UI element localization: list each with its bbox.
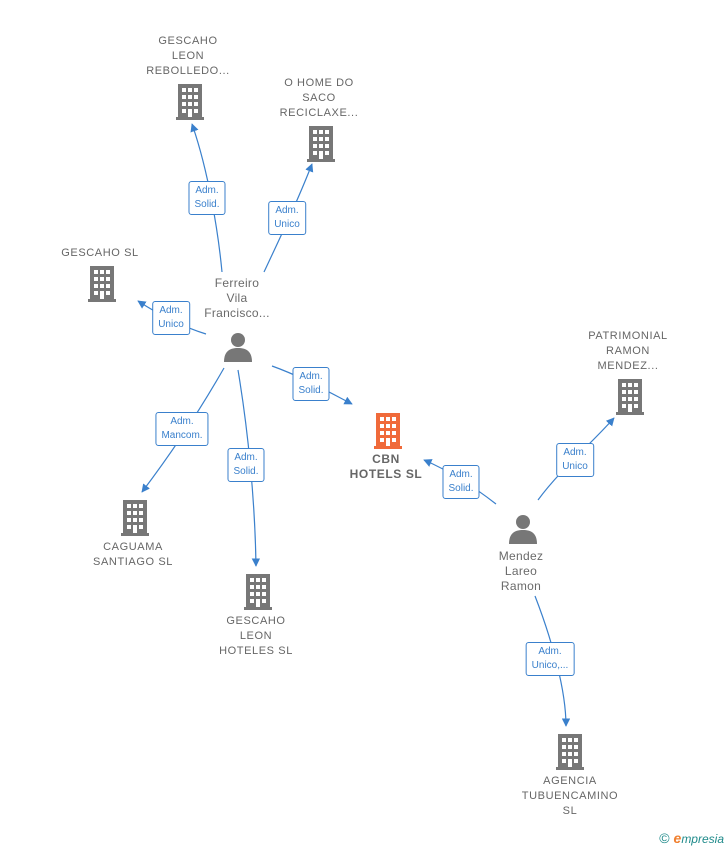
node-label-line: Mendez xyxy=(498,549,544,563)
node-label-line: LEON xyxy=(171,50,205,62)
node-label-line: TUBUENCAMINO xyxy=(521,790,619,802)
edge-role-label-line: Unico xyxy=(158,319,184,330)
edge-role-label-line: Adm. xyxy=(159,305,183,316)
company-label-caguama[interactable]: CAGUAMA SANTIAGO SL xyxy=(93,540,173,570)
node-label-line: GESCAHO SL xyxy=(61,247,139,259)
person-icon[interactable] xyxy=(509,515,537,544)
company-building-icon[interactable] xyxy=(616,379,644,415)
node-label-line: HOTELS SL xyxy=(349,467,423,481)
edge-role-label-line: Mancom. xyxy=(161,430,203,441)
edge-role-label-line: Unico,... xyxy=(531,660,569,671)
company-building-icon[interactable] xyxy=(556,734,584,770)
node-label-line: Vila xyxy=(226,291,248,305)
brand-logo-text: mpresia xyxy=(681,832,724,846)
company-building-icon[interactable] xyxy=(244,574,272,610)
node-label-line: REBOLLEDO... xyxy=(146,65,230,77)
node-label-line: GESCAHO xyxy=(226,615,286,627)
node-label-line: RECICLAXE... xyxy=(279,107,359,119)
node-label-line: SACO xyxy=(302,92,336,104)
edge-role-label[interactable]: Adm. Unico xyxy=(556,443,594,477)
edge-role-label[interactable]: Adm. Solid. xyxy=(442,465,480,499)
copyright-icon: © xyxy=(659,830,670,846)
edge-role-label-line: Unico xyxy=(562,461,588,472)
edge-role-label-line: Solid. xyxy=(233,466,259,477)
edge-role-label[interactable]: Adm. Mancom. xyxy=(155,412,209,446)
edge-role-label[interactable]: Adm. Solid. xyxy=(292,367,330,401)
node-label-line: Lareo xyxy=(504,564,538,578)
company-label-gescaho_leon_rebolledo[interactable]: GESCAHO LEON REBOLLEDO... xyxy=(146,34,230,79)
company-label-o_home_do_saco[interactable]: O HOME DO SACO RECICLAXE... xyxy=(280,76,359,121)
node-label-line: CAGUAMA xyxy=(103,541,163,553)
edge-role-label[interactable]: Adm. Solid. xyxy=(227,448,265,482)
focus-company-building-icon[interactable] xyxy=(374,413,402,449)
edge-role-label[interactable]: Adm. Unico xyxy=(152,301,190,335)
node-label-line: SANTIAGO SL xyxy=(93,556,173,568)
company-building-icon[interactable] xyxy=(176,84,204,120)
edge-role-label-line: Adm. xyxy=(195,185,219,196)
edge-role-label-line: Adm. xyxy=(449,469,473,480)
node-label-line: CBN xyxy=(372,452,400,466)
company-building-icon[interactable] xyxy=(121,500,149,536)
company-building-icon[interactable] xyxy=(307,126,335,162)
person-icon[interactable] xyxy=(224,333,252,362)
node-label-line: SL xyxy=(562,805,578,817)
edge-role-label[interactable]: Adm. Solid. xyxy=(188,181,226,215)
edge-role-label-line: Solid. xyxy=(448,483,474,494)
edge-role-label-line: Adm. xyxy=(170,416,194,427)
edge-role-label-line: Adm. xyxy=(275,205,299,216)
edge-role-label-line: Solid. xyxy=(194,199,220,210)
node-label-line: RAMON xyxy=(606,345,650,357)
brand-logo-initial: e xyxy=(673,830,682,846)
node-label-line: HOTELES SL xyxy=(219,645,293,657)
edge-role-label-line: Adm. xyxy=(538,646,562,657)
edge-role-label-line: Unico xyxy=(274,219,300,230)
edge-role-label-line: Adm. xyxy=(563,447,587,458)
edge-role-label-line: Adm. xyxy=(299,371,323,382)
company-label-gescaho_sl[interactable]: GESCAHO SL xyxy=(61,246,139,261)
edge-role-label[interactable]: Adm. Unico,... xyxy=(525,642,575,676)
company-building-icon[interactable] xyxy=(88,266,116,302)
node-label-line: Ferreiro xyxy=(214,276,260,290)
node-label-line: GESCAHO xyxy=(158,35,218,47)
edge-role-label-line: Adm. xyxy=(234,452,258,463)
copyright-mark: ©empresia xyxy=(659,830,724,846)
company-label-agencia[interactable]: AGENCIA TUBUENCAMINO SL xyxy=(522,774,618,819)
company-label-patrimonial[interactable]: PATRIMONIAL RAMON MENDEZ... xyxy=(588,329,668,374)
edge-role-label-line: Solid. xyxy=(298,385,324,396)
node-label-line: Francisco... xyxy=(204,306,270,320)
node-label-line: AGENCIA xyxy=(543,775,597,787)
company-label-gescaho_leon_hoteles[interactable]: GESCAHO LEON HOTELES SL xyxy=(219,614,293,659)
edge-role-label[interactable]: Adm. Unico xyxy=(268,201,306,235)
node-label-line: PATRIMONIAL xyxy=(588,330,668,342)
node-label-line: LEON xyxy=(239,630,273,642)
node-label-line: O HOME DO xyxy=(284,77,354,89)
node-label-line: MENDEZ... xyxy=(597,360,659,372)
node-label-line: Ramon xyxy=(500,579,542,593)
